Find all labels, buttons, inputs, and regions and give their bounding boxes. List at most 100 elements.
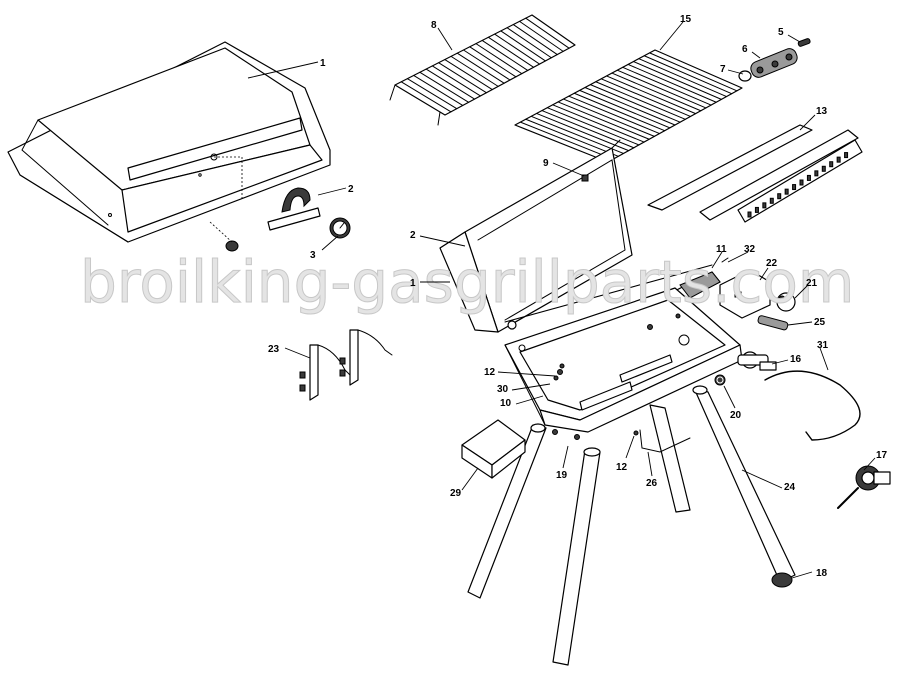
rack-bar — [475, 43, 523, 75]
screw-part — [633, 430, 639, 436]
hose-part — [764, 370, 861, 441]
vent-slot — [814, 170, 819, 177]
vent-slot — [836, 156, 841, 163]
igniter-box-part — [461, 419, 526, 479]
callout-labels: 1 2 3 23 8 15 5 6 7 13 9 2 1 11 32 22 21… — [268, 14, 888, 579]
callout-12: 12 — [484, 367, 496, 378]
vent-slot — [769, 197, 774, 204]
lid-bumper-part — [225, 240, 239, 252]
callout-7: 7 — [720, 64, 726, 75]
rack-bar — [562, 98, 655, 137]
rack-bar — [611, 72, 702, 112]
rack-bar — [419, 71, 470, 103]
rack-bar — [519, 20, 564, 52]
vent-slot — [792, 184, 797, 191]
vent-slot — [829, 161, 834, 168]
vent-slot — [754, 206, 759, 213]
callout-5: 5 — [778, 27, 784, 38]
rack-bar — [413, 74, 464, 106]
callout-31: 31 — [817, 340, 829, 351]
firebox-part — [504, 287, 743, 433]
vent-slot — [799, 179, 804, 186]
vent-slot — [762, 202, 767, 209]
cooking-grid-part — [514, 49, 743, 163]
vent-slot — [844, 152, 849, 159]
rack-bar — [638, 58, 728, 98]
rack-bar — [463, 49, 511, 81]
rack-bar — [584, 87, 676, 126]
rack-bar — [512, 24, 558, 56]
vent-slot — [777, 193, 782, 200]
rack-bar — [632, 61, 722, 100]
vent-slot — [806, 174, 811, 181]
callout-10: 10 — [500, 398, 512, 409]
rack-bar — [589, 84, 681, 123]
callout-3: 3 — [310, 250, 316, 261]
rack-bar — [525, 17, 570, 49]
rack-bar — [494, 33, 541, 65]
screw-part — [574, 434, 580, 440]
bracket-part — [299, 329, 393, 401]
rack-bar — [649, 52, 738, 92]
rack-bar — [595, 81, 686, 120]
callout-8: 8 — [431, 20, 437, 31]
rack-bar — [406, 78, 458, 110]
lid-part — [7, 41, 331, 243]
rack-bar — [487, 36, 535, 68]
callout-15: 15 — [680, 14, 692, 25]
dash-guide — [214, 156, 243, 198]
rack-bar — [506, 27, 552, 59]
valve-assembly-part — [714, 269, 796, 386]
dash-guide — [209, 221, 233, 243]
callout-21: 21 — [806, 278, 818, 289]
thermometer-part — [329, 217, 351, 239]
callout-16: 16 — [790, 354, 802, 365]
screw-part — [721, 257, 729, 263]
callout-2: 2 — [348, 184, 354, 195]
rack-bar — [552, 104, 645, 143]
rack-bar — [400, 81, 452, 113]
callout-11: 11 — [716, 244, 727, 255]
callout-13: 13 — [816, 106, 828, 117]
hood-assembly-part — [439, 139, 633, 333]
rack-bar — [627, 63, 717, 103]
callout-17: 17 — [876, 450, 888, 461]
rack-bar — [481, 39, 529, 71]
callout-19: 19 — [556, 470, 568, 481]
callout-30: 30 — [497, 384, 509, 395]
flavor-bar-part — [647, 124, 863, 223]
rack-bar — [600, 78, 691, 117]
rack-bar — [500, 30, 546, 62]
rack-bar — [456, 52, 505, 84]
legs-part — [467, 385, 796, 666]
rack-bar — [519, 121, 614, 160]
rack-bar — [573, 92, 666, 132]
callout-25: 25 — [814, 317, 826, 328]
vent-slot — [784, 188, 789, 195]
screw-part — [552, 429, 558, 435]
rack-bar — [536, 112, 630, 152]
rack-bar — [546, 107, 640, 146]
callout-18: 18 — [816, 568, 828, 579]
ignitor-part — [738, 38, 811, 82]
rack-bar — [622, 66, 712, 106]
rack-bar — [450, 55, 499, 87]
callout-1b: 1 — [410, 278, 416, 289]
rack-bar — [579, 89, 671, 129]
callout-6: 6 — [742, 44, 748, 55]
rack-bar — [444, 59, 493, 91]
callout-26: 26 — [646, 478, 658, 489]
vent-slot — [747, 211, 752, 218]
rack-bar — [568, 95, 661, 135]
rack-bar — [557, 101, 650, 140]
rack-bar — [606, 75, 697, 115]
rack-bar — [530, 115, 624, 154]
screw-part — [557, 369, 563, 375]
rack-bar — [616, 69, 707, 109]
rack-bar — [643, 55, 733, 95]
callout-32: 32 — [744, 244, 756, 255]
rack-bar — [469, 46, 517, 78]
callout-2b: 2 — [410, 230, 416, 241]
vent-slot — [821, 165, 826, 172]
